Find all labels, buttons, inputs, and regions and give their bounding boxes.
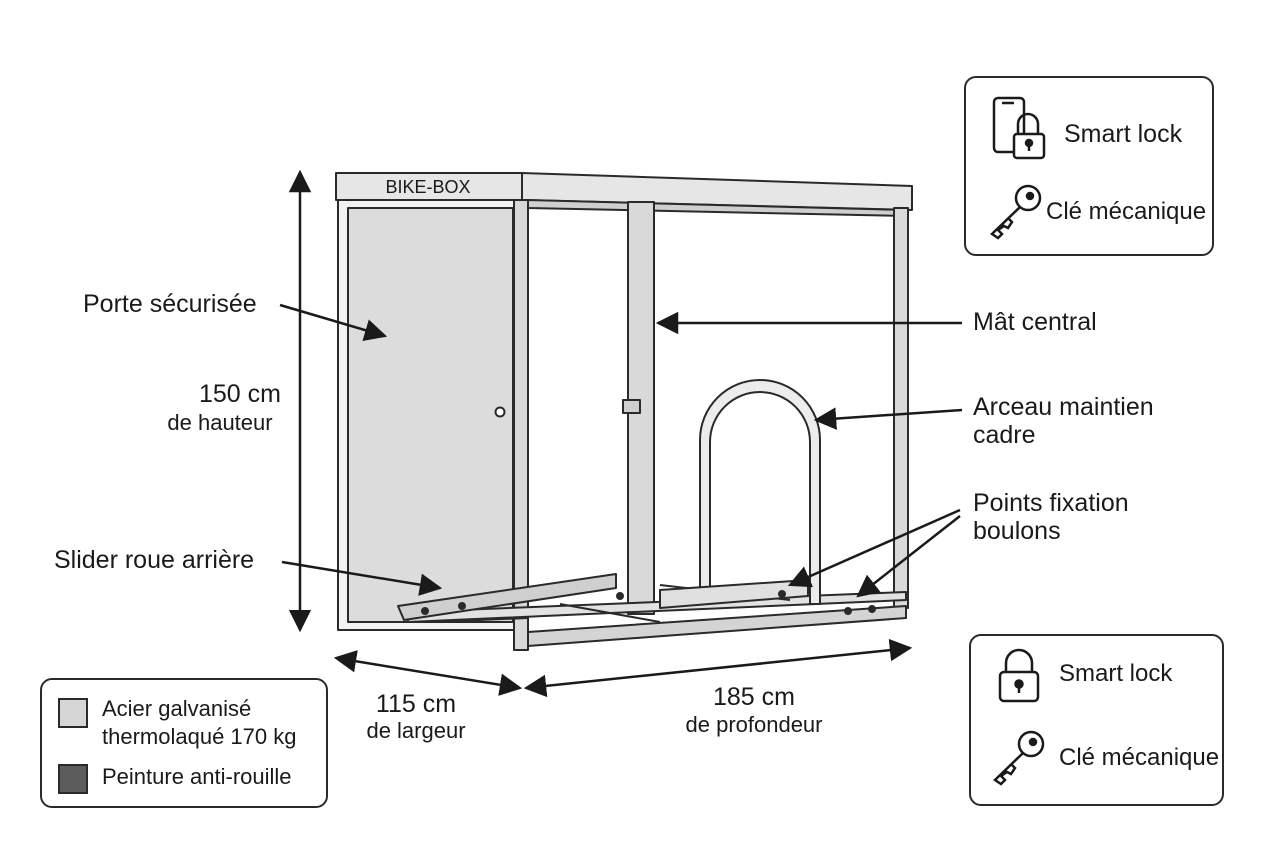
- arch-leader: [813, 407, 963, 430]
- height-value: 150 cm: [199, 380, 281, 408]
- legend-antirust-label: Peinture anti-rouille: [102, 764, 292, 789]
- height-caption: de hauteur: [167, 410, 273, 435]
- legend-swatch-galvanized: [58, 698, 88, 728]
- legend-galvanized-line2: thermolaqué 170 kg: [102, 724, 297, 749]
- depth-value: 185 cm: [713, 683, 795, 711]
- width-caption: de largeur: [366, 718, 466, 743]
- mast-callout: Mât central: [973, 308, 1097, 336]
- material-legend: Acier galvanisé thermolaqué 170 kg Peint…: [40, 678, 328, 808]
- mechanical-key-label-top: Clé mécanique: [1046, 198, 1207, 225]
- legend-galvanized-line1: Acier galvanisé: [102, 696, 252, 721]
- door-panel: [347, 207, 514, 623]
- smart-lock-label-bottom: Smart lock: [1059, 660, 1173, 687]
- key-icon: [990, 184, 1042, 240]
- bolts-callout-line1: Points fixation: [973, 489, 1129, 517]
- arch-base-plate: [659, 579, 809, 609]
- arch-callout-line1: Arceau maintien: [973, 393, 1154, 421]
- smart-lock-label-top: Smart lock: [1064, 120, 1183, 148]
- padlock-icon: [998, 648, 1040, 703]
- roof-side-face: [521, 172, 913, 211]
- slider-callout: Slider roue arrière: [54, 546, 255, 574]
- rear-wheel-slider: [397, 573, 617, 621]
- arch-callout-line2: cadre: [973, 421, 1036, 449]
- bike-arch: [699, 379, 821, 605]
- legend-swatch-antirust: [58, 764, 88, 794]
- depth-dimension-line: [523, 638, 913, 698]
- bolts-callout-line2: boulons: [973, 517, 1061, 545]
- door-callout: Porte sécurisée: [83, 290, 257, 318]
- door-handle: [494, 406, 506, 418]
- slider-leader: [281, 560, 443, 596]
- lock-options-box-top: Smart lock Clé mécanique: [964, 76, 1214, 256]
- brand-label: BIKE-BOX: [385, 177, 470, 197]
- bolt-leader-2: [856, 515, 961, 598]
- depth-caption: de profondeur: [685, 712, 823, 737]
- front-corner-post: [513, 199, 529, 651]
- phone-padlock-icon: [992, 96, 1046, 160]
- bolt-leader-1: [787, 508, 961, 588]
- mast-bracket: [622, 399, 641, 414]
- width-value: 115 cm: [375, 690, 457, 718]
- key-icon: [993, 730, 1045, 786]
- back-post: [893, 207, 909, 609]
- door-leader: [279, 303, 388, 342]
- mechanical-key-label-bottom: Clé mécanique: [1059, 744, 1220, 771]
- lock-options-box-bottom: Smart lock Clé mécanique: [969, 634, 1224, 806]
- width-dimension-line: [333, 650, 523, 696]
